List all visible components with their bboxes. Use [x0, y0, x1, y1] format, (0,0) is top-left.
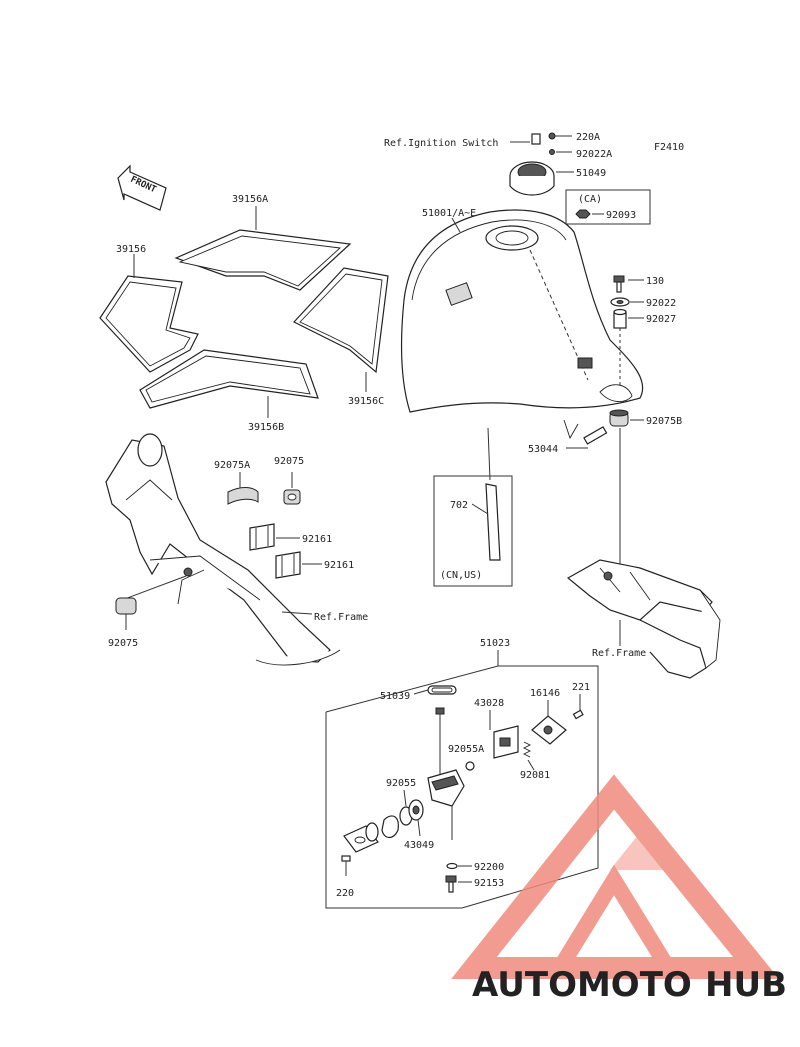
label-220A: 220A	[576, 132, 600, 143]
seat-pad-39156C	[293, 267, 389, 374]
oring-92055A	[465, 761, 475, 771]
washer-92022	[610, 297, 630, 307]
breather-hose-702	[485, 483, 501, 561]
gasket-ring	[381, 815, 399, 839]
label-220: 220	[336, 888, 354, 899]
label-ca: (CA)	[578, 194, 602, 205]
label-92022A: 92022A	[576, 149, 612, 160]
seat-pad-39156A	[174, 229, 352, 291]
seat-pad-39156	[99, 275, 199, 373]
fuel-tap-box	[325, 665, 599, 909]
label-cn-us: (CN,US)	[440, 570, 482, 581]
label-39156A: 39156A	[232, 194, 268, 205]
screw-220	[341, 855, 351, 876]
label-92161-a: 92161	[302, 534, 332, 545]
frame-right	[566, 559, 721, 679]
label-130: 130	[646, 276, 664, 287]
label-92161-b: 92161	[324, 560, 354, 571]
bolt-92153	[445, 875, 457, 893]
damper-92075-left	[115, 597, 137, 615]
label-92093: 92093	[606, 210, 636, 221]
clamp-92161-b	[275, 551, 301, 579]
label-92075A: 92075A	[214, 460, 250, 471]
ca-box	[565, 189, 651, 225]
front-arrow-icon: FRONT	[117, 164, 167, 211]
label-92200: 92200	[474, 862, 504, 873]
label-43049: 43049	[404, 840, 434, 851]
damper-92075B	[609, 409, 629, 427]
fuel-cap-51049	[509, 161, 555, 196]
label-51039: 51039	[380, 691, 410, 702]
label-92055A: 92055A	[448, 744, 484, 755]
bolt-220A	[531, 133, 541, 145]
label-221: 221	[572, 682, 590, 693]
damper-92075A	[227, 487, 259, 505]
cn-us-box	[433, 475, 513, 587]
label-39156C: 39156C	[348, 396, 384, 407]
label-92081: 92081	[520, 770, 550, 781]
seat-pad-39156B	[139, 349, 319, 409]
collar-92027	[613, 308, 627, 329]
figure-code: F2410	[654, 142, 684, 153]
label-39156: 39156	[116, 244, 146, 255]
watermark-text-b: HUB	[705, 965, 787, 1005]
label-51049: 51049	[576, 168, 606, 179]
screw-220A	[548, 132, 556, 140]
label-92075-left: 92075	[108, 638, 138, 649]
fuel-tank	[400, 209, 644, 440]
bolt-130	[613, 275, 625, 293]
filter-43049	[408, 799, 424, 821]
label-53044: 53044	[528, 444, 558, 455]
label-16146: 16146	[530, 688, 560, 699]
label-92075B: 92075B	[646, 416, 682, 427]
label-39156B: 39156B	[248, 422, 284, 433]
watermark-text-a: AUTOMOTO	[472, 965, 692, 1005]
label-92153: 92153	[474, 878, 504, 889]
label-92055: 92055	[386, 778, 416, 789]
tap-body	[427, 769, 465, 840]
fuel-pipe-rod	[435, 707, 445, 780]
label-92022: 92022	[646, 298, 676, 309]
label-702: 702	[450, 500, 468, 511]
lever-16146	[531, 715, 567, 745]
hose-53044	[583, 426, 608, 445]
screw-221	[572, 709, 584, 720]
base-plate	[343, 822, 379, 853]
label-92027: 92027	[646, 314, 676, 325]
label-ref-frame-right: Ref.Frame	[592, 648, 646, 659]
label-ref-frame-left: Ref.Frame	[314, 612, 368, 623]
damper-92075-top	[283, 489, 301, 505]
spring-92081	[522, 741, 532, 758]
clamp-92161-a	[249, 523, 275, 551]
label-51023: 51023	[480, 638, 510, 649]
label-51001: 51001/A~E	[422, 208, 476, 219]
nut-92093	[575, 209, 591, 219]
label-ref-ignition-switch: Ref.Ignition Switch	[384, 138, 498, 149]
frame-left	[105, 433, 341, 666]
automotohub-logo	[451, 774, 780, 979]
label-92075-top: 92075	[274, 456, 304, 467]
gasket-51039	[427, 685, 457, 695]
washer-92200	[446, 862, 458, 870]
plate-43028	[493, 725, 519, 759]
label-43028: 43028	[474, 698, 504, 709]
